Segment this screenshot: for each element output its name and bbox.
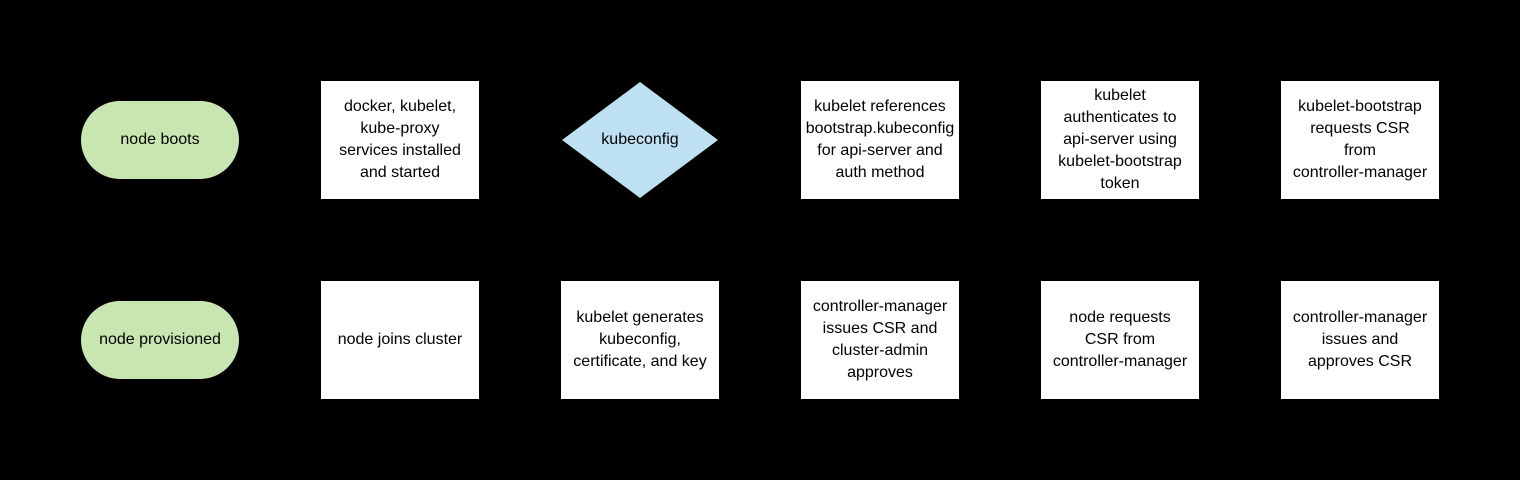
node-boots-terminator: node boots (80, 80, 240, 200)
node-label: kubeconfig (601, 131, 679, 148)
node-label: node joins cluster (337, 331, 463, 348)
kubelet-references-bootstrap-process: kubelet references bootstrap.kubeconfig … (800, 80, 960, 200)
kubelet-bootstrap-requests-csr-process: kubelet-bootstrap requests CSR from cont… (1280, 80, 1440, 200)
process-shape: kubelet references bootstrap.kubeconfig … (801, 81, 959, 199)
process-shape: controller-manager issues CSR and cluste… (801, 281, 959, 399)
process-shape: node requests CSR from controller-manage… (1041, 281, 1199, 399)
node-requests-csr-process: node requests CSR from controller-manage… (1040, 280, 1200, 400)
node-label: kubelet references bootstrap.kubeconfig … (805, 98, 955, 181)
node-joins-cluster-process: node joins cluster (320, 280, 480, 400)
node-label: docker, kubelet, kube-proxy services ins… (339, 98, 461, 181)
process-shape: controller-manager issues and approves C… (1281, 281, 1439, 399)
decision-diamond-shape: kubeconfig (562, 82, 718, 198)
process-shape: kubelet-bootstrap requests CSR from cont… (1281, 81, 1439, 199)
services-installed-process: docker, kubelet, kube-proxy services ins… (320, 80, 480, 200)
node-label: node boots (120, 131, 200, 148)
kubelet-authenticates-process: kubelet authenticates to api-server usin… (1040, 80, 1200, 200)
process-shape: kubelet authenticates to api-server usin… (1041, 81, 1199, 199)
node-label: node requests CSR from controller-manage… (1052, 309, 1188, 370)
process-shape: kubelet generates kubeconfig, certificat… (561, 281, 719, 399)
node-label: kubelet generates kubeconfig, certificat… (573, 309, 707, 370)
node-label: kubelet-bootstrap requests CSR from cont… (1292, 98, 1428, 181)
terminator-shape: node boots (81, 101, 239, 179)
process-shape: node joins cluster (321, 281, 479, 399)
node-label: node provisioned (99, 331, 221, 348)
kubeconfig-decision: kubeconfig (560, 80, 720, 200)
node-label: controller-manager issues CSR and cluste… (812, 298, 948, 381)
node-label: controller-manager issues and approves C… (1292, 309, 1428, 370)
kubelet-generates-kubeconfig-process: kubelet generates kubeconfig, certificat… (560, 280, 720, 400)
terminator-shape: node provisioned (81, 301, 239, 379)
controller-manager-approves-csr-process: controller-manager issues and approves C… (1280, 280, 1440, 400)
process-shape: docker, kubelet, kube-proxy services ins… (321, 81, 479, 199)
node-label: kubelet authenticates to api-server usin… (1058, 87, 1182, 192)
controller-manager-issues-csr-process: controller-manager issues CSR and cluste… (800, 280, 960, 400)
node-provisioned-terminator: node provisioned (80, 280, 240, 400)
